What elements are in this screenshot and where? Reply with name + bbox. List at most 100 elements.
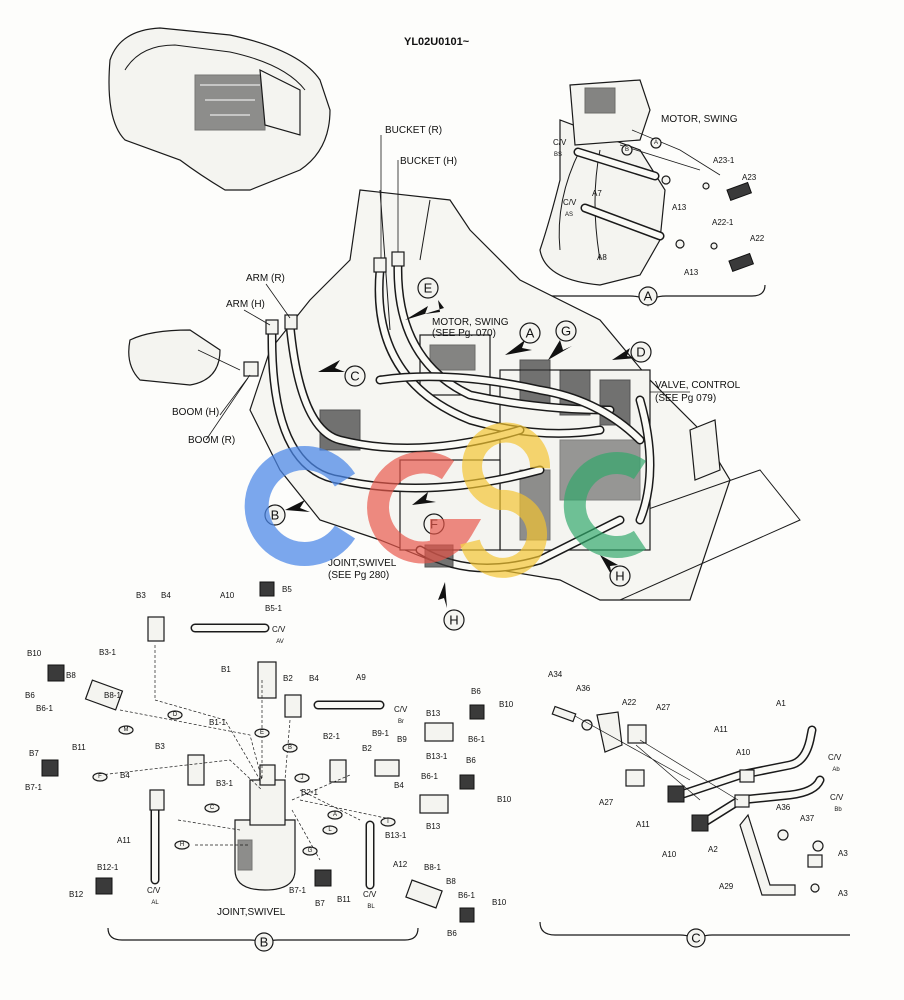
part-label: B3 bbox=[155, 742, 165, 751]
watermark-c2 bbox=[563, 452, 647, 558]
watermark-g bbox=[367, 451, 482, 564]
svg-text:A: A bbox=[526, 326, 535, 341]
part-label: A34 bbox=[548, 670, 563, 679]
part-label: B3-1 bbox=[99, 648, 116, 657]
port-label: BS bbox=[554, 152, 562, 158]
port-label: C/V bbox=[553, 138, 567, 147]
callout-label: B bbox=[260, 935, 269, 950]
part-label: B8 bbox=[446, 877, 456, 886]
label-joint-swivel-ref: (SEE Pg 280) bbox=[328, 570, 389, 581]
svg-text:F: F bbox=[98, 774, 102, 780]
svg-text:H: H bbox=[449, 613, 458, 628]
callout-g: G bbox=[555, 320, 577, 342]
part-label: B8-1 bbox=[104, 691, 121, 700]
svg-text:M: M bbox=[124, 727, 129, 733]
svg-text:C: C bbox=[350, 369, 359, 384]
port-label: AS bbox=[565, 212, 573, 218]
part-label: B7 bbox=[315, 899, 325, 908]
part-label: A3 bbox=[838, 889, 848, 898]
part-label: B5 bbox=[282, 585, 292, 594]
part-label: B2-1 bbox=[301, 788, 318, 797]
svg-text:E: E bbox=[260, 730, 264, 736]
part-label: B3 bbox=[136, 591, 146, 600]
part-label: B7 bbox=[29, 749, 39, 758]
part-label: B6 bbox=[466, 756, 476, 765]
port-label: Br bbox=[398, 719, 404, 725]
callout-e: E bbox=[417, 277, 439, 299]
part-label: B6 bbox=[25, 691, 35, 700]
diagram-code: YL02U0101~ bbox=[404, 36, 470, 48]
part-label: B6-1 bbox=[36, 704, 53, 713]
svg-text:G: G bbox=[561, 324, 571, 339]
part-label: B7-1 bbox=[25, 783, 42, 792]
port-label: Ab bbox=[832, 767, 840, 773]
part-label: A22 bbox=[622, 698, 637, 707]
detail-a-motor-swing: MOTOR, SWING A23-1 A23 A7 A13 A22-1 A22 … bbox=[529, 79, 766, 307]
part-label: A11 bbox=[636, 820, 650, 829]
hose-label-boom-r: BOOM (R) bbox=[188, 435, 235, 446]
hose-tag: B bbox=[282, 743, 298, 753]
watermark-logo bbox=[244, 422, 647, 578]
part-label: B10 bbox=[497, 795, 512, 804]
hose-tag: I bbox=[380, 817, 396, 827]
callout-d: D bbox=[630, 341, 652, 363]
part-label: B10 bbox=[499, 700, 514, 709]
callout-a: A bbox=[519, 322, 541, 344]
part-label: B1 bbox=[221, 665, 231, 674]
watermark-s bbox=[460, 422, 551, 578]
part-label: B9 bbox=[397, 735, 407, 744]
port-label: C/V bbox=[272, 625, 286, 634]
label-valve-control: VALVE, CONTROL bbox=[655, 380, 741, 391]
part-label: B4 bbox=[394, 781, 404, 790]
part-label: A9 bbox=[356, 673, 366, 682]
svg-text:D: D bbox=[636, 345, 645, 360]
part-label: B9-1 bbox=[372, 729, 389, 738]
part-label: B13-1 bbox=[426, 752, 448, 761]
port-label: B bbox=[625, 147, 629, 153]
callout-label: C bbox=[691, 931, 700, 946]
part-label: B11 bbox=[72, 743, 86, 752]
hose-tag: J bbox=[294, 773, 310, 783]
part-label: B4 bbox=[309, 674, 319, 683]
part-label: B12-1 bbox=[97, 863, 119, 872]
part-label: B2 bbox=[283, 674, 293, 683]
hose-tag: C bbox=[204, 803, 220, 813]
part-label: A2 bbox=[708, 845, 718, 854]
part-label: A11 bbox=[117, 836, 131, 845]
part-label: A22-1 bbox=[712, 218, 734, 227]
callout-h: H bbox=[443, 609, 465, 631]
label-motor-swing-ref: (SEE Pg. 070) bbox=[432, 328, 496, 339]
label-joint-swivel: JOINT,SWIVEL bbox=[328, 558, 397, 569]
part-label: A10 bbox=[220, 591, 235, 600]
detail-b-joint-swivel: D E B M F G H C J A L I B3 B4 A10 B5 B5-… bbox=[25, 581, 514, 952]
part-label: B3-1 bbox=[216, 779, 233, 788]
hose-tag: D bbox=[167, 710, 183, 720]
part-label: A36 bbox=[776, 803, 791, 812]
part-label: B5-1 bbox=[265, 604, 282, 613]
part-label: A13 bbox=[672, 203, 687, 212]
hose-tag: M bbox=[118, 725, 134, 735]
part-label: A23-1 bbox=[713, 156, 735, 165]
svg-text:B: B bbox=[288, 745, 292, 751]
part-label: B4 bbox=[161, 591, 171, 600]
part-label: A13 bbox=[684, 268, 699, 277]
port-label: AV bbox=[276, 639, 284, 645]
part-label: A3 bbox=[838, 849, 848, 858]
hose-label-boom-h: BOOM (H) bbox=[172, 407, 219, 418]
part-label: A8 bbox=[597, 253, 607, 262]
part-label: A10 bbox=[736, 748, 751, 757]
part-label: A12 bbox=[393, 860, 408, 869]
hose-tag: F bbox=[92, 772, 108, 782]
part-label: A11 bbox=[714, 725, 728, 734]
detail-a-title: MOTOR, SWING bbox=[661, 114, 738, 125]
hose-tag: H bbox=[174, 840, 190, 850]
part-label: B10 bbox=[492, 898, 507, 907]
port-label: C/V bbox=[363, 890, 377, 899]
part-label: A1 bbox=[776, 699, 786, 708]
hose-label-bucket-h: BUCKET (H) bbox=[400, 156, 457, 167]
part-label: B6-1 bbox=[421, 772, 438, 781]
svg-text:I: I bbox=[387, 819, 389, 825]
svg-text:D: D bbox=[173, 712, 178, 718]
part-label: B11 bbox=[337, 895, 351, 904]
